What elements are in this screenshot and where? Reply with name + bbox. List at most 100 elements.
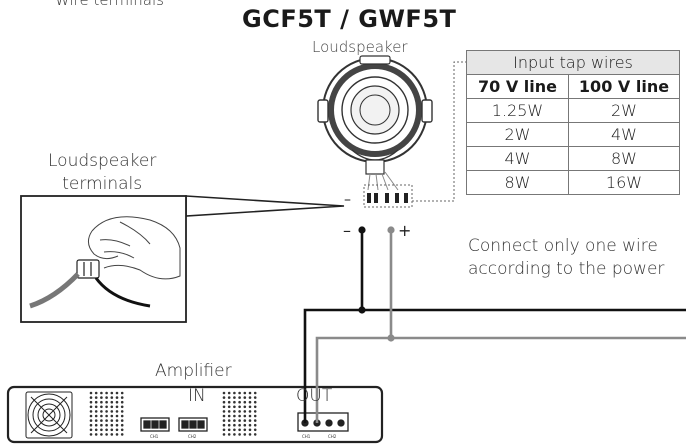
hand-illustration-icon: [88, 216, 181, 280]
vent-dot: [253, 405, 257, 409]
vent-dot: [253, 410, 257, 413]
terminals-label-line1: Loudspeaker: [48, 151, 157, 171]
in-label: IN: [188, 386, 206, 406]
vent-dot: [227, 419, 231, 422]
vent-dot: [233, 405, 236, 409]
vent-dot: [89, 391, 93, 395]
table-cell: 2W: [466, 122, 569, 147]
vent-dot: [243, 391, 247, 395]
vent-dot: [94, 433, 98, 436]
vent-dot: [120, 405, 124, 409]
vent-dot: [233, 400, 236, 404]
vent-dot: [94, 410, 98, 413]
vent-dot: [94, 400, 98, 404]
vent-dot: [253, 414, 257, 418]
vent-dot: [89, 423, 93, 427]
table-cell: 1.25W: [466, 98, 569, 123]
vent-dot: [243, 423, 247, 427]
out-ch2-label: CH2: [328, 434, 337, 439]
vent-dot: [222, 391, 226, 395]
terminal-inset-pointer: [185, 195, 345, 217]
terminal-inset-box: [20, 195, 187, 323]
top-cut-label: Wire terminals: [55, 0, 164, 9]
vent-dot: [110, 391, 114, 395]
vent-dot: [94, 428, 98, 432]
vent-dot: [227, 414, 231, 418]
vent-dot: [89, 410, 93, 413]
table-row: 1.25W 2W: [466, 98, 680, 123]
vent-dot: [227, 433, 231, 436]
terminals-label-line2: terminals: [62, 174, 143, 194]
vent-dot: [115, 405, 119, 409]
vent-dot: [100, 396, 103, 399]
vent-dot: [100, 405, 103, 409]
vent-dot: [227, 396, 231, 399]
vent-dot: [110, 396, 114, 399]
vent-dot: [110, 414, 114, 418]
vent-dot: [222, 428, 226, 432]
vent-dot: [243, 428, 247, 432]
vent-dot: [233, 391, 236, 395]
vent-dot: [110, 419, 114, 422]
wire-gray: [315, 336, 686, 423]
vent-dot: [100, 410, 103, 413]
vent-dot: [89, 396, 93, 399]
amplifier-box: [6, 385, 384, 444]
vent-dot: [238, 428, 241, 432]
table-cell: 4W: [466, 146, 569, 171]
vent-dot: [89, 428, 93, 432]
vent-dot: [100, 433, 103, 436]
vent-dot: [238, 400, 241, 404]
vent-dot: [105, 400, 108, 404]
vent-dot: [227, 400, 231, 404]
vent-dot: [243, 419, 247, 422]
vent-dot: [253, 396, 257, 399]
vent-dot: [120, 419, 124, 422]
vent-dot: [94, 391, 98, 395]
table-cell: 8W: [568, 146, 680, 171]
junction-gray: [387, 334, 395, 342]
vent-dot: [243, 414, 247, 418]
vent-dot: [110, 423, 114, 427]
out-connector: [297, 412, 349, 432]
vent-dot: [238, 423, 241, 427]
junction-gray-top: [387, 226, 395, 234]
vent-dot: [105, 428, 108, 432]
vent-dot: [100, 423, 103, 427]
vent-dot: [222, 396, 226, 399]
table-col-70v: 70 V line: [466, 74, 569, 99]
vent-dot: [253, 400, 257, 404]
vent-dot: [248, 423, 252, 427]
in-ch1-label: CH1: [150, 434, 159, 439]
junction-black: [358, 306, 366, 314]
vent-dot: [233, 428, 236, 432]
vent-dot: [94, 419, 98, 422]
vent-dot: [243, 410, 247, 413]
vent-dot: [233, 414, 236, 418]
vent-dot: [105, 396, 108, 399]
vent-dot: [238, 405, 241, 409]
vent-dot: [89, 419, 93, 422]
vent-dot: [115, 410, 119, 413]
vent-dot: [233, 410, 236, 413]
loudspeaker-icon: [317, 55, 433, 191]
vent-dot: [243, 433, 247, 436]
vent-dot: [253, 423, 257, 427]
vent-dot: [105, 410, 108, 413]
vent-dot: [105, 433, 108, 436]
vent-dot: [94, 405, 98, 409]
vent-dot: [115, 419, 119, 422]
out-label: OUT: [296, 386, 333, 406]
vent-dot: [89, 400, 93, 404]
vent-dot: [110, 405, 114, 409]
vent-dot: [100, 400, 103, 404]
vent-dot: [222, 414, 226, 418]
vent-dot: [248, 405, 252, 409]
note-line1: Connect only one wire: [468, 236, 658, 256]
cable-black: [94, 277, 151, 308]
junction-black-top: [358, 226, 366, 234]
vent-dot: [222, 419, 226, 422]
vent-dot: [120, 414, 124, 418]
